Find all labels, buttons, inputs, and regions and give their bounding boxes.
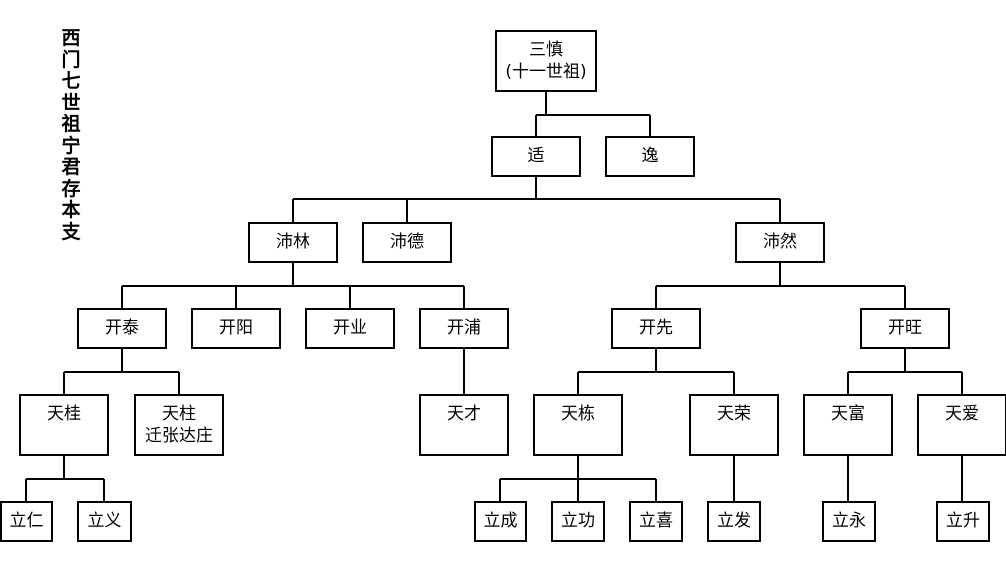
node-n2-label: 适 xyxy=(527,146,545,166)
node-n25: 立发 xyxy=(707,501,761,542)
node-n4: 沛林 xyxy=(248,222,338,263)
node-n13-label: 天桂 xyxy=(47,404,81,424)
node-n27: 立升 xyxy=(936,501,990,542)
node-n19-label: 天爱 xyxy=(945,404,979,424)
title-char: 门 xyxy=(61,48,81,71)
node-n24-label: 立喜 xyxy=(639,511,673,531)
node-n19: 天爱 xyxy=(917,394,1006,456)
node-n7: 开泰 xyxy=(77,308,167,349)
node-n8-label: 开阳 xyxy=(219,318,253,338)
node-n11-label: 开先 xyxy=(639,318,673,338)
title-char: 存 xyxy=(61,177,81,200)
node-n12: 开旺 xyxy=(860,308,950,349)
title-char: 世 xyxy=(61,91,81,114)
title-char: 宁 xyxy=(61,134,81,157)
node-n26: 立永 xyxy=(822,501,876,542)
node-n5: 沛德 xyxy=(362,222,452,263)
node-n8: 开阳 xyxy=(191,308,281,349)
node-n11: 开先 xyxy=(611,308,701,349)
node-n14-label: 天柱 迁张达庄 xyxy=(145,404,213,446)
node-n15: 天才 xyxy=(419,394,509,456)
node-n23: 立功 xyxy=(551,501,605,542)
node-n27-label: 立升 xyxy=(946,511,980,531)
node-n5-label: 沛德 xyxy=(390,232,424,252)
node-n24: 立喜 xyxy=(629,501,683,542)
node-n3: 逸 xyxy=(605,136,695,177)
title-char: 西 xyxy=(61,27,81,49)
node-n22: 立成 xyxy=(474,501,527,542)
node-n1: 三慎 (十一世祖) xyxy=(495,30,597,92)
title-char: 祖 xyxy=(61,113,81,135)
node-n18: 天富 xyxy=(803,394,893,456)
node-n22-label: 立成 xyxy=(483,511,518,531)
node-n16: 天栋 xyxy=(533,394,623,456)
title-char: 君 xyxy=(61,156,81,178)
node-n4-label: 沛林 xyxy=(276,232,310,252)
node-n6: 沛然 xyxy=(735,222,825,263)
node-n12-label: 开旺 xyxy=(888,318,922,338)
title-char: 本 xyxy=(61,199,81,221)
node-n21-label: 立义 xyxy=(87,511,122,531)
diagram-title: 西门七世祖宁君存本支 xyxy=(60,27,82,243)
node-n15-label: 天才 xyxy=(447,404,481,424)
node-n17: 天荣 xyxy=(689,394,779,456)
node-n10: 开浦 xyxy=(419,308,509,349)
node-n10-label: 开浦 xyxy=(447,318,481,338)
node-n20-label: 立仁 xyxy=(9,511,44,531)
node-n2: 适 xyxy=(491,136,581,177)
node-n23-label: 立功 xyxy=(561,511,595,531)
node-n3-label: 逸 xyxy=(641,146,659,166)
node-n1-label: 三慎 (十一世祖) xyxy=(505,40,587,82)
node-n16-label: 天栋 xyxy=(561,404,595,424)
node-n26-label: 立永 xyxy=(832,511,866,531)
node-n6-label: 沛然 xyxy=(763,232,797,252)
title-char: 支 xyxy=(61,220,81,243)
node-n25-label: 立发 xyxy=(717,511,751,531)
title-char: 七 xyxy=(61,70,81,92)
node-n7-label: 开泰 xyxy=(105,318,139,338)
node-n13: 天桂 xyxy=(19,394,109,456)
node-n9: 开业 xyxy=(305,308,395,349)
node-n9-label: 开业 xyxy=(333,318,367,338)
node-n21: 立义 xyxy=(77,501,132,542)
node-n20: 立仁 xyxy=(0,501,53,542)
node-n18-label: 天富 xyxy=(831,404,865,424)
node-n14: 天柱 迁张达庄 xyxy=(134,394,224,456)
node-n17-label: 天荣 xyxy=(717,404,751,424)
